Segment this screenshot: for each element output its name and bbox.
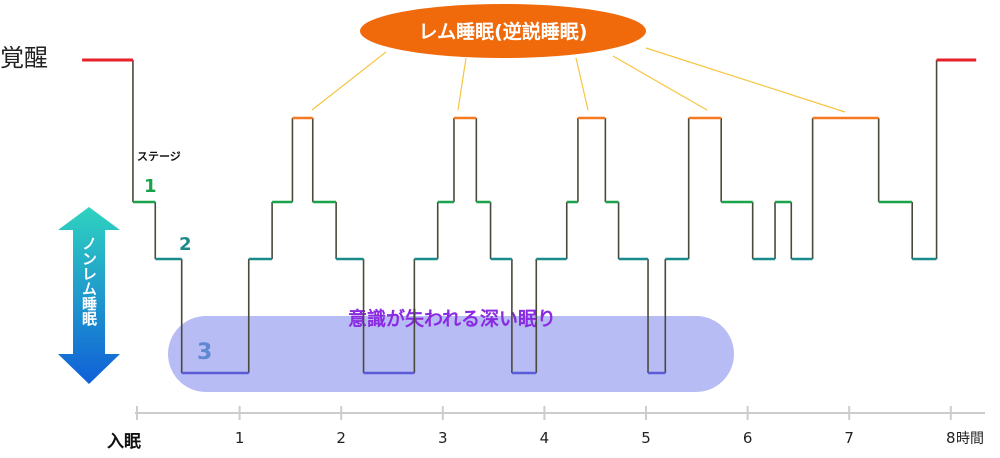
nonrem-arrow: [58, 207, 120, 384]
x-axis-tick-label: 1: [235, 429, 245, 447]
sleep-onset-label: 入眠: [107, 432, 141, 452]
x-axis-tick-label: 6: [743, 429, 753, 447]
deep-sleep-band: [168, 316, 734, 392]
x-axis-tick-label: 2: [336, 429, 346, 447]
x-axis-tick-label: 5: [641, 429, 651, 447]
x-axis-tick-label: 8: [946, 429, 956, 447]
stage-2-label: 2: [179, 234, 192, 255]
deep-sleep-band-label: 意識が失われる深い眠り: [348, 307, 556, 330]
x-axis-tick-label: 3: [438, 429, 448, 447]
wake-label: 覚醒: [0, 44, 48, 72]
time-unit-label: 時間: [956, 431, 984, 447]
rem-bubble-label: レム睡眠(逆説睡眠): [419, 20, 588, 43]
stage-title: ステージ: [137, 150, 181, 163]
nonrem-arrow-label: ノンレム睡眠: [80, 236, 98, 327]
x-axis-tick-label: 7: [844, 429, 854, 447]
stage-3-label: 3: [197, 340, 212, 365]
hypnogram: [82, 58, 977, 375]
rem-bubble: [360, 4, 646, 58]
x-axis-tick-label: 4: [540, 429, 550, 447]
rem-connectors: [311, 47, 846, 113]
x-axis-ticks: 1 2 3 4 5 6 7 8: [136, 406, 956, 447]
stage-1-label: 1: [144, 176, 157, 197]
